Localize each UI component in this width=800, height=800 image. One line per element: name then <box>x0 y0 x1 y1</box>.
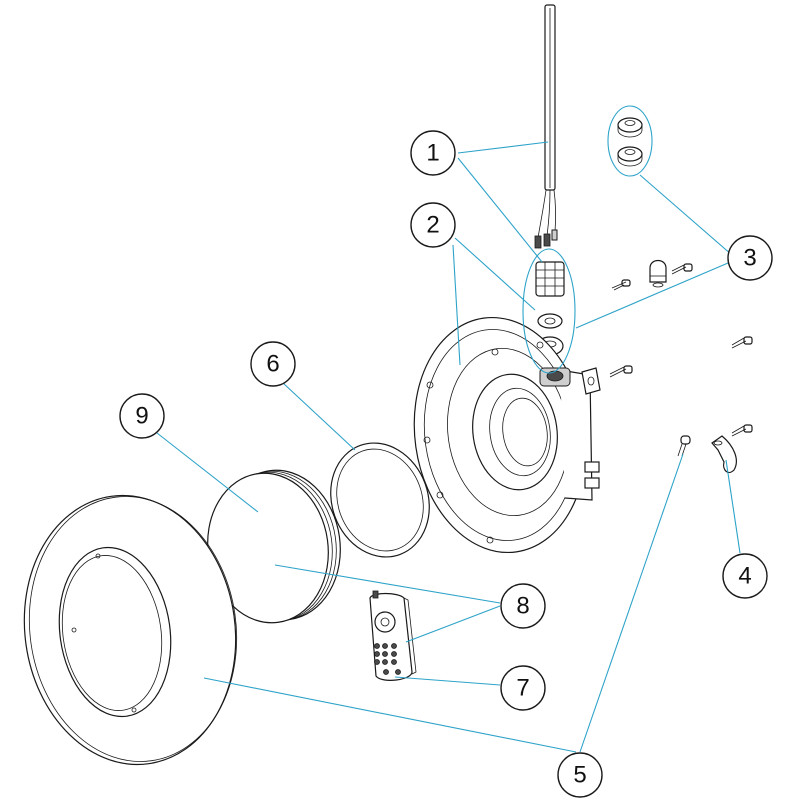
leader-line-7 <box>394 676 501 686</box>
leader-line-2 <box>454 237 536 311</box>
callout-4: 4 <box>722 553 768 599</box>
leader-line-1 <box>457 157 543 263</box>
remote-control-part <box>369 590 417 681</box>
leader-line-5 <box>579 453 684 753</box>
leader-line-6 <box>282 382 356 451</box>
callout-5: 5 <box>557 752 603 798</box>
screw-part <box>671 263 693 275</box>
leader-lines <box>156 105 741 753</box>
callout-3: 3 <box>727 235 773 281</box>
leader-line-8 <box>405 605 501 643</box>
callout-7: 7 <box>500 665 546 711</box>
leader-line-3 <box>575 262 729 329</box>
callout-9-label: 9 <box>135 403 148 430</box>
callout-6-label: 6 <box>266 351 279 378</box>
callout-8: 8 <box>500 583 546 629</box>
screw-part <box>731 336 753 349</box>
callout-1-label: 1 <box>426 140 439 167</box>
gland-group-outline <box>522 248 576 374</box>
small-clamp-part <box>581 367 601 395</box>
callout-2: 2 <box>410 202 456 248</box>
washer-group-outline <box>607 105 653 177</box>
leader-line-9 <box>156 432 259 513</box>
lamp-lens-part <box>207 469 341 624</box>
leader-line-5 <box>203 677 577 753</box>
callout-8-label: 8 <box>516 593 529 620</box>
mounting-clip-part <box>711 435 737 474</box>
screw-part <box>677 435 691 457</box>
front-trim-ring-part <box>23 494 238 766</box>
callout-3-label: 3 <box>743 245 756 272</box>
cable-clamp-part <box>649 259 667 288</box>
callout-5-label: 5 <box>573 762 586 789</box>
leader-line-2 <box>452 244 461 366</box>
leader-line-3 <box>639 174 733 256</box>
callout-1: 1 <box>410 130 456 176</box>
callout-2-label: 2 <box>426 212 439 239</box>
screw-part <box>731 424 753 437</box>
screw-part <box>609 365 633 378</box>
callout-6: 6 <box>250 341 296 387</box>
callout-9: 9 <box>119 393 165 439</box>
leader-line-1 <box>457 141 549 154</box>
lamp-housing-part <box>413 316 600 554</box>
cable-part <box>534 4 558 249</box>
callout-7-label: 7 <box>516 675 529 702</box>
leader-line-8 <box>274 564 501 604</box>
callout-4-label: 4 <box>738 563 751 590</box>
screw-part <box>611 279 631 291</box>
washer-pair-part <box>617 117 643 167</box>
leader-line-4 <box>725 459 741 554</box>
